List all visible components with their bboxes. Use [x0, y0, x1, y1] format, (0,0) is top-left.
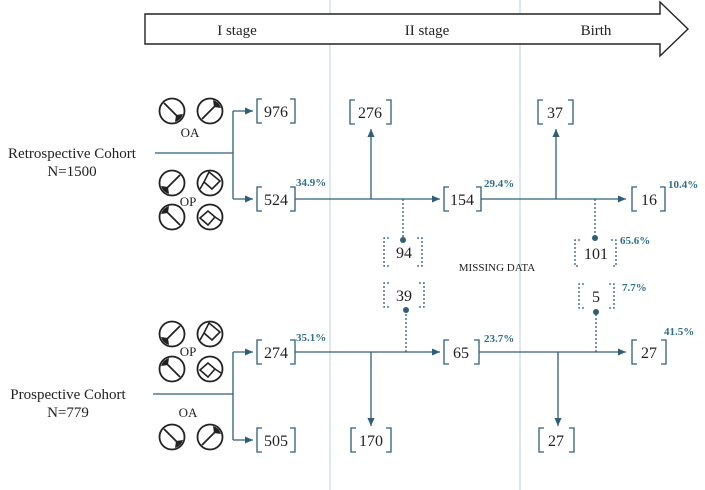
- retro-birth-percent: 10.4%: [668, 179, 698, 191]
- timeline-arrow: [144, 0, 690, 58]
- prosp-oa-node: 505: [256, 427, 296, 453]
- retro-op-percent: 34.9%: [296, 177, 326, 189]
- retro-stage2-missing-count: 94: [396, 245, 412, 262]
- prosp-op-node: 274: [256, 339, 296, 365]
- retro-birth-missing-count: 101: [584, 246, 608, 263]
- prosp-op-label: OP: [180, 344, 197, 359]
- prosp-stage2-down-count: 170: [359, 433, 383, 450]
- prosp-stage2-missing-count: 39: [396, 288, 412, 305]
- retro-op-label: OP: [180, 194, 197, 209]
- fetal-head-op-icon: [196, 320, 224, 348]
- prosp-op-percent: 35.1%: [296, 332, 326, 344]
- fetal-head-oa-icon: [196, 423, 224, 451]
- retro-cohort-title: Retrospective Cohort: [8, 146, 137, 162]
- retro-birth-up-count: 37: [547, 105, 563, 122]
- fetal-head-op-icon: [158, 169, 186, 197]
- retro-stage2-up-node: 276: [349, 99, 392, 125]
- stage-label-1: I stage: [217, 23, 257, 39]
- prosp-stage2-main-count: 65: [453, 345, 469, 362]
- retro-op-node: 524: [256, 186, 296, 212]
- prosp-birth-down-node: 27: [538, 427, 575, 453]
- prosp-birth-missing-percent: 7.7%: [622, 282, 647, 294]
- prosp-birth-main-node: 27: [631, 339, 667, 365]
- prosp-stage2-missing-node: 39: [383, 282, 425, 308]
- fetal-head-oa-icon: [158, 423, 186, 451]
- retro-op-count: 524: [264, 192, 288, 209]
- retro-birth-up-node: 37: [537, 99, 574, 125]
- retro-oa-label: OA: [181, 125, 200, 140]
- stage-label-3: Birth: [581, 23, 612, 39]
- retro-oa-icons: [158, 97, 224, 125]
- fetal-head-oa-icon: [196, 97, 224, 125]
- fetal-head-op-icon: [158, 355, 186, 383]
- retro-birth-missing-dot: [592, 235, 598, 241]
- prosp-stage2-down-node: 170: [350, 427, 392, 453]
- prosp-birth-missing-dot: [593, 309, 599, 315]
- prosp-birth-missing-count: 5: [592, 289, 600, 306]
- prosp-stage2-percent: 23.7%: [484, 333, 514, 345]
- prosp-op-count: 274: [264, 345, 288, 362]
- retro-birth-main-count: 16: [641, 192, 657, 209]
- stage-label-2: II stage: [405, 23, 450, 39]
- retro-stage2-up-count: 276: [358, 105, 382, 122]
- retro-op-icons: [158, 169, 224, 231]
- prosp-birth-down-count: 27: [548, 433, 564, 450]
- retro-stage2-percent: 29.4%: [484, 178, 514, 190]
- prosp-stage2-main-node: 65: [443, 339, 480, 365]
- fetal-head-op-icon: [196, 355, 224, 383]
- prosp-stage2-missing-dot: [403, 307, 409, 313]
- prosp-birth-main-count: 27: [641, 345, 657, 362]
- retro-oa-node: 976: [256, 98, 296, 124]
- prosp-oa-icons: [158, 423, 224, 451]
- retro-stage2-main-node: 154: [443, 186, 482, 212]
- retro-stage2-missing-node: 94: [383, 237, 423, 267]
- fetal-head-op-icon: [158, 203, 186, 231]
- prosp-oa-count: 505: [264, 433, 288, 450]
- missing-data-label: MISSING DATA: [459, 262, 535, 274]
- prosp-cohort-title: Prospective Cohort: [10, 387, 126, 403]
- retro-birth-missing-percent: 65.6%: [620, 235, 650, 247]
- retro-birth-main-node: 16: [631, 186, 666, 212]
- fetal-head-op-icon: [196, 169, 224, 197]
- prosp-birth-missing-node: 5: [578, 283, 615, 309]
- retro-stage2-missing-dot: [400, 237, 406, 243]
- fetal-head-oa-icon: [158, 97, 186, 125]
- fetal-head-op-icon: [158, 320, 186, 348]
- prosp-cohort-count: N=779: [47, 405, 89, 421]
- prosp-oa-label: OA: [179, 405, 198, 420]
- fetal-head-op-icon: [196, 203, 224, 231]
- prosp-birth-percent: 41.5%: [664, 326, 694, 338]
- retro-birth-missing-node: 101: [574, 239, 617, 267]
- prosp-op-icons: [158, 320, 224, 383]
- retro-oa-count: 976: [264, 104, 288, 121]
- retro-cohort-count: N=1500: [47, 164, 96, 180]
- retro-stage2-main-count: 154: [450, 192, 474, 209]
